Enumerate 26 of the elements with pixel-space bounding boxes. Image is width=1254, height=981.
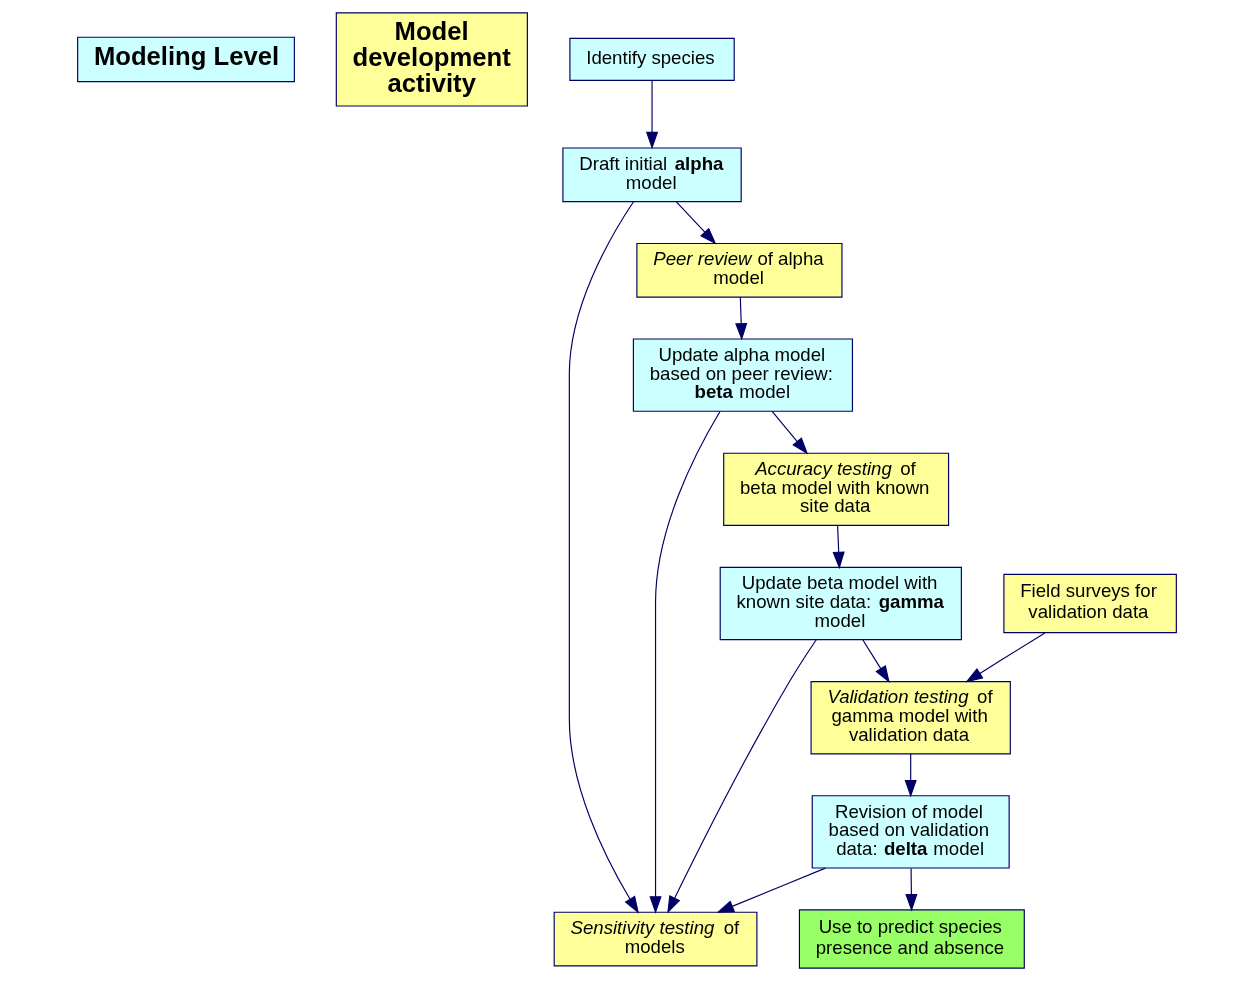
node-box: Revision of model based on validation data: delta model <box>811 795 1010 869</box>
node-box: Sensitivity testing of models <box>553 911 758 967</box>
node-box: Peer review of alpha model <box>636 242 843 298</box>
arrow <box>568 201 639 914</box>
node-box: Use to predict species presence and absence <box>798 909 1025 969</box>
node-box: Update beta model with known site data: gamma model <box>719 566 962 641</box>
node-box: Validation testing of gamma model with validation data <box>810 681 1011 755</box>
node-box: Field surveys for validation data <box>1003 573 1177 634</box>
node-box: Modeling Level <box>77 36 295 83</box>
arrow <box>716 867 826 913</box>
arrow <box>862 639 890 684</box>
arrow <box>667 639 817 914</box>
arrow <box>832 525 845 570</box>
node-box: Identify species <box>569 37 735 81</box>
arrow <box>771 410 809 455</box>
arrow <box>904 753 917 798</box>
arrow <box>905 867 918 912</box>
arrow <box>649 410 721 914</box>
node-box: Draft initial alpha model <box>562 147 742 203</box>
arrow <box>965 632 1046 683</box>
node-box: Update alpha model based on peer review: beta model <box>632 338 854 412</box>
node-box: Model development activity <box>335 12 528 107</box>
node-box: Accuracy testing of beta model with known site data <box>723 452 950 527</box>
arrow <box>735 296 748 341</box>
arrow <box>645 80 659 150</box>
arrow <box>675 201 717 245</box>
